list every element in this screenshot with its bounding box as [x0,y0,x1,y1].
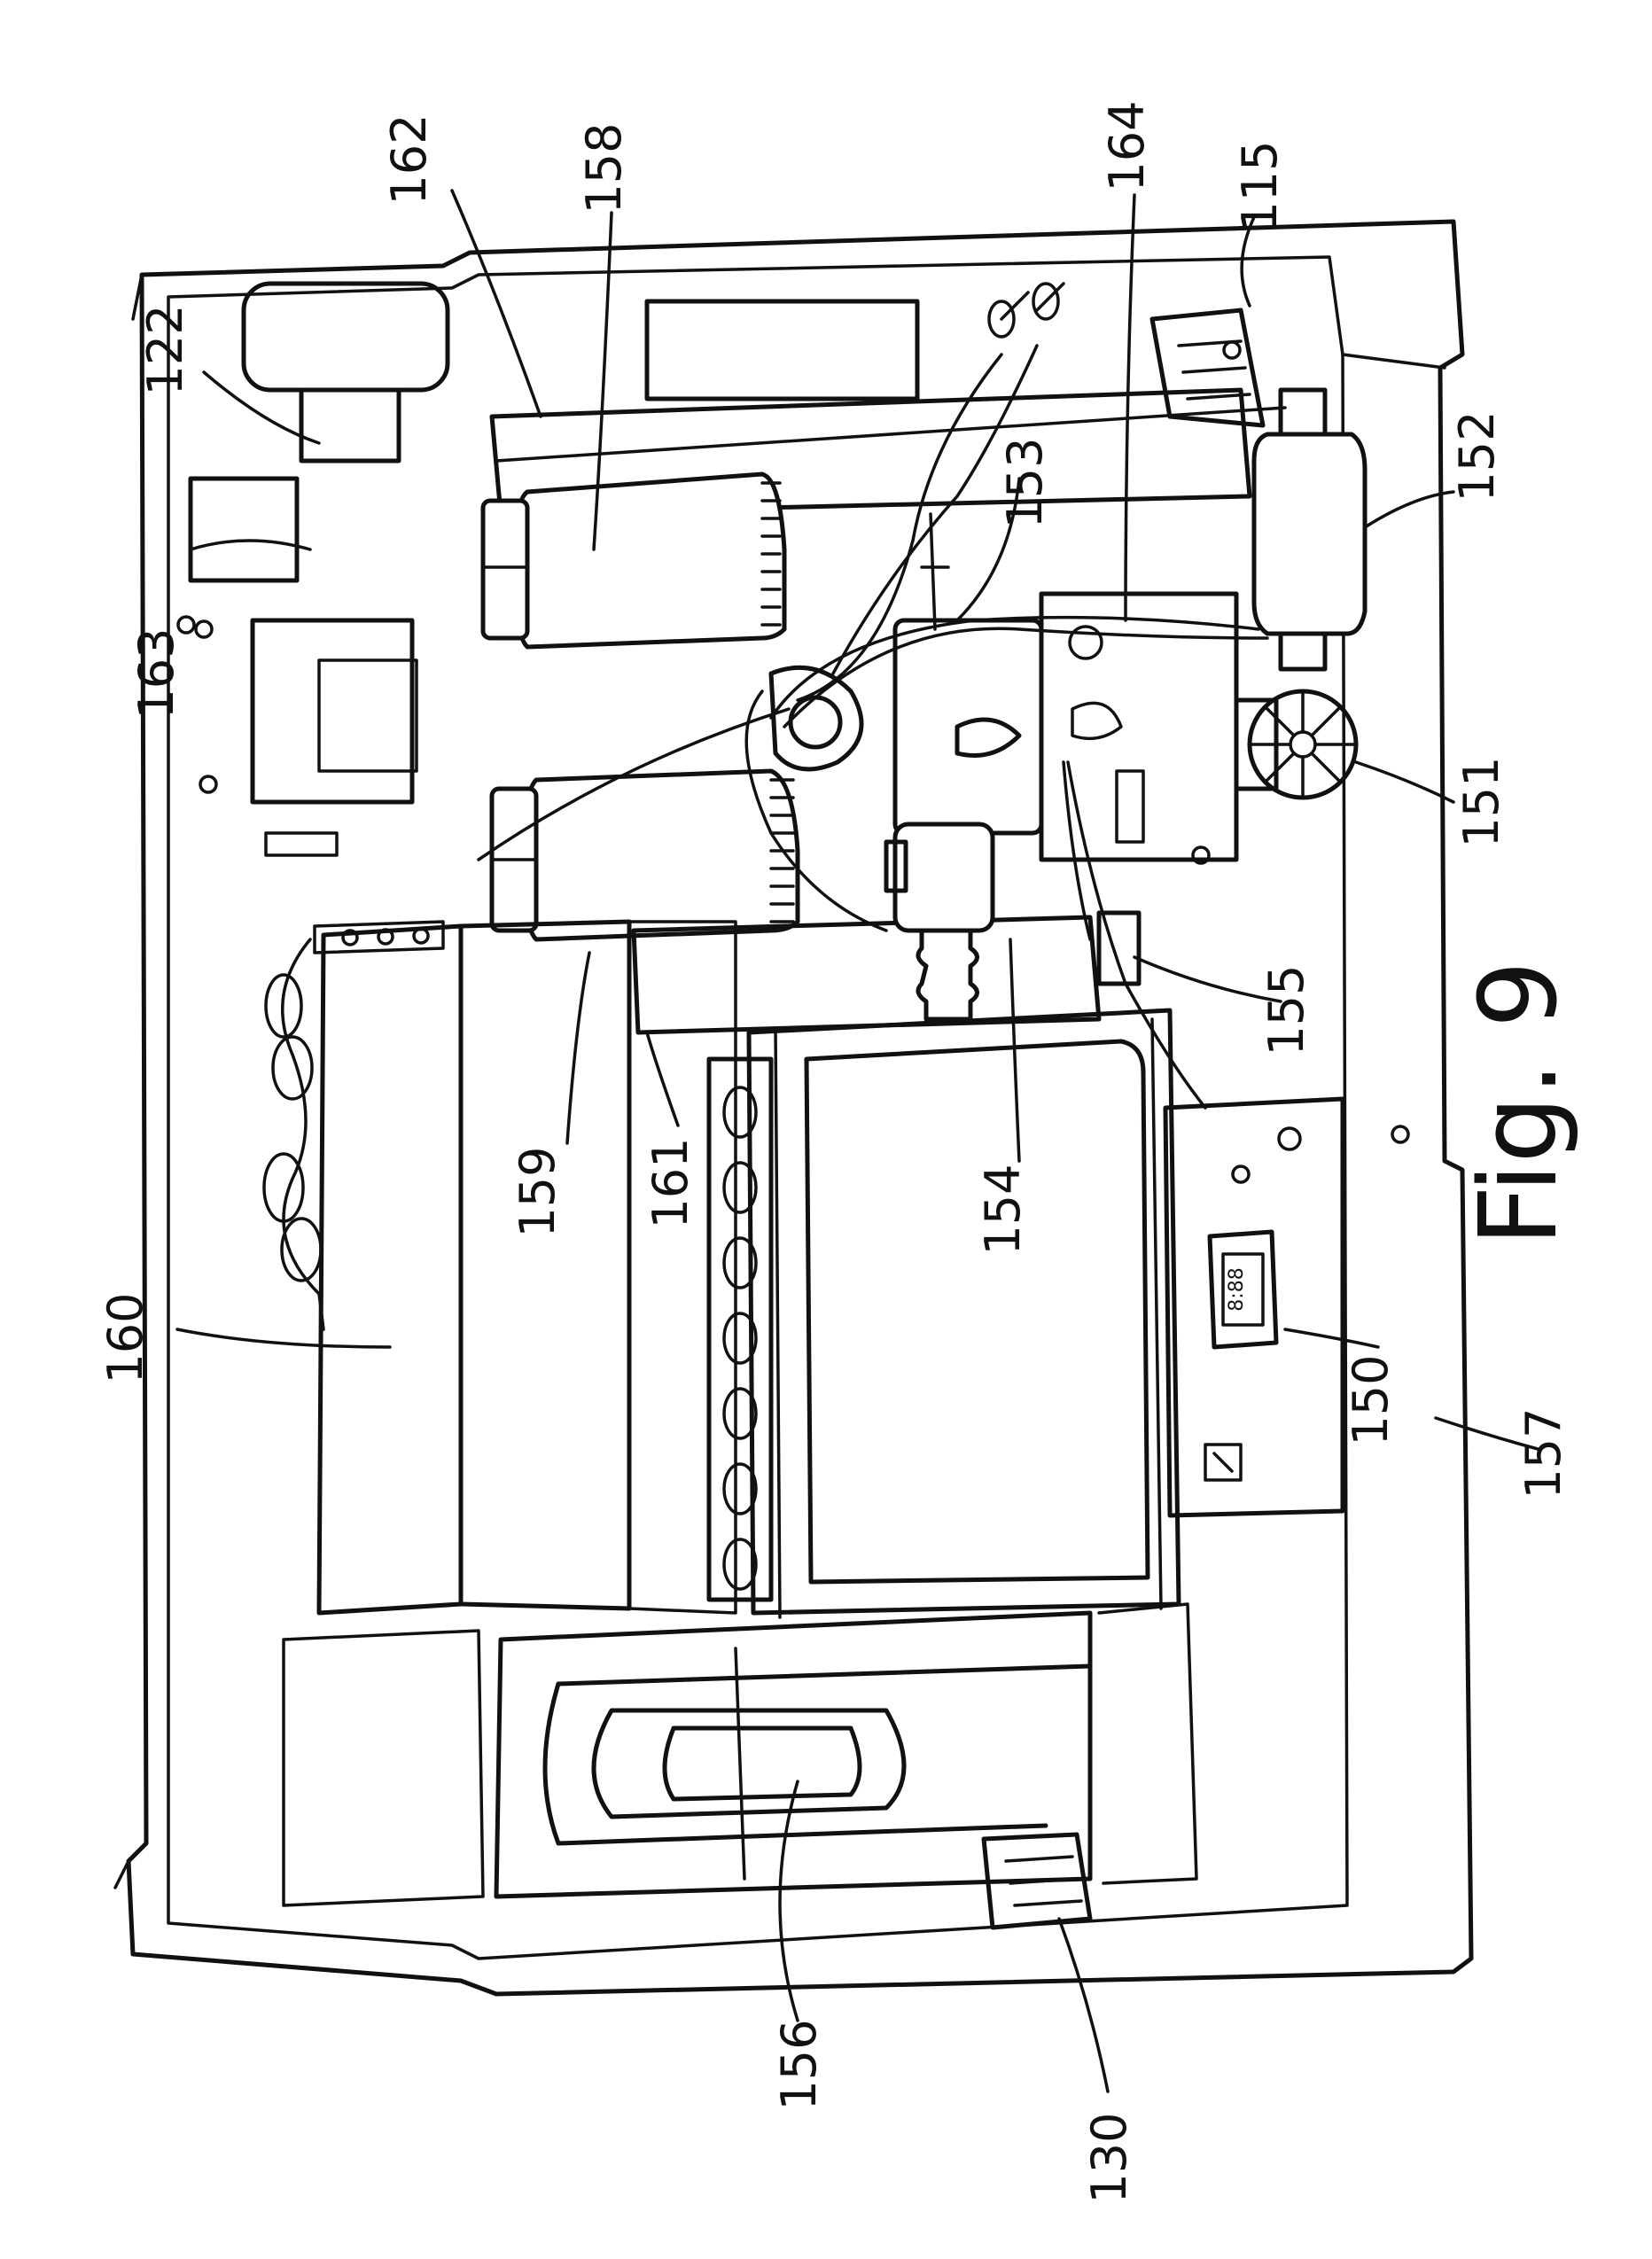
label-153: 153 [997,437,1053,528]
connector-155 [1062,760,1142,986]
frame-162 [489,299,1252,517]
bellows-154 [884,822,995,1022]
tubing [477,282,1287,1110]
label-159: 159 [510,1146,565,1237]
label-163: 163 [129,627,184,719]
label-150: 150 [1343,1354,1399,1445]
label-162: 162 [381,113,437,205]
label-122: 122 [137,304,193,395]
label-130: 130 [1081,2112,1137,2203]
handle-156 [282,1602,1198,1907]
label-156: 156 [771,2019,827,2110]
leader-lines [175,189,1539,2093]
component-122 [241,281,450,463]
vent-115 [1149,308,1266,428]
wire-coils [262,938,325,1331]
label-115: 115 [1232,140,1288,231]
label-158: 158 [576,122,632,214]
filter-152 [1251,387,1368,672]
mounting-holes [194,340,1410,1144]
cylinder-158 [480,471,787,650]
reservoir-ports [706,1056,774,1602]
fan-wheel-151 [1234,689,1359,800]
figure-caption: Fig. 9 [1458,961,1581,1246]
label-154: 154 [975,1164,1031,1255]
label-151: 151 [1453,756,1509,847]
label-157: 157 [1516,1407,1571,1499]
label-152: 152 [1449,410,1505,502]
label-164: 164 [1099,100,1155,191]
label-155: 155 [1258,964,1314,1055]
cylinder-159 [489,768,800,942]
label-161: 161 [643,1137,698,1228]
bracket-163 [176,476,418,857]
reservoir-157 [706,1008,1181,1619]
display-readout: 8:88 [1226,1267,1248,1311]
valve-153 [768,512,1239,865]
vent-130 [981,1832,1093,1930]
label-160: 160 [97,1292,153,1383]
reference-labels: 115 164 162 158 122 152 153 163 151 155 … [97,100,1571,2203]
housing-160 [262,919,737,1616]
cylinder-158-fins [760,481,782,627]
control-panel-150: 8:88 [1163,1096,1345,1518]
